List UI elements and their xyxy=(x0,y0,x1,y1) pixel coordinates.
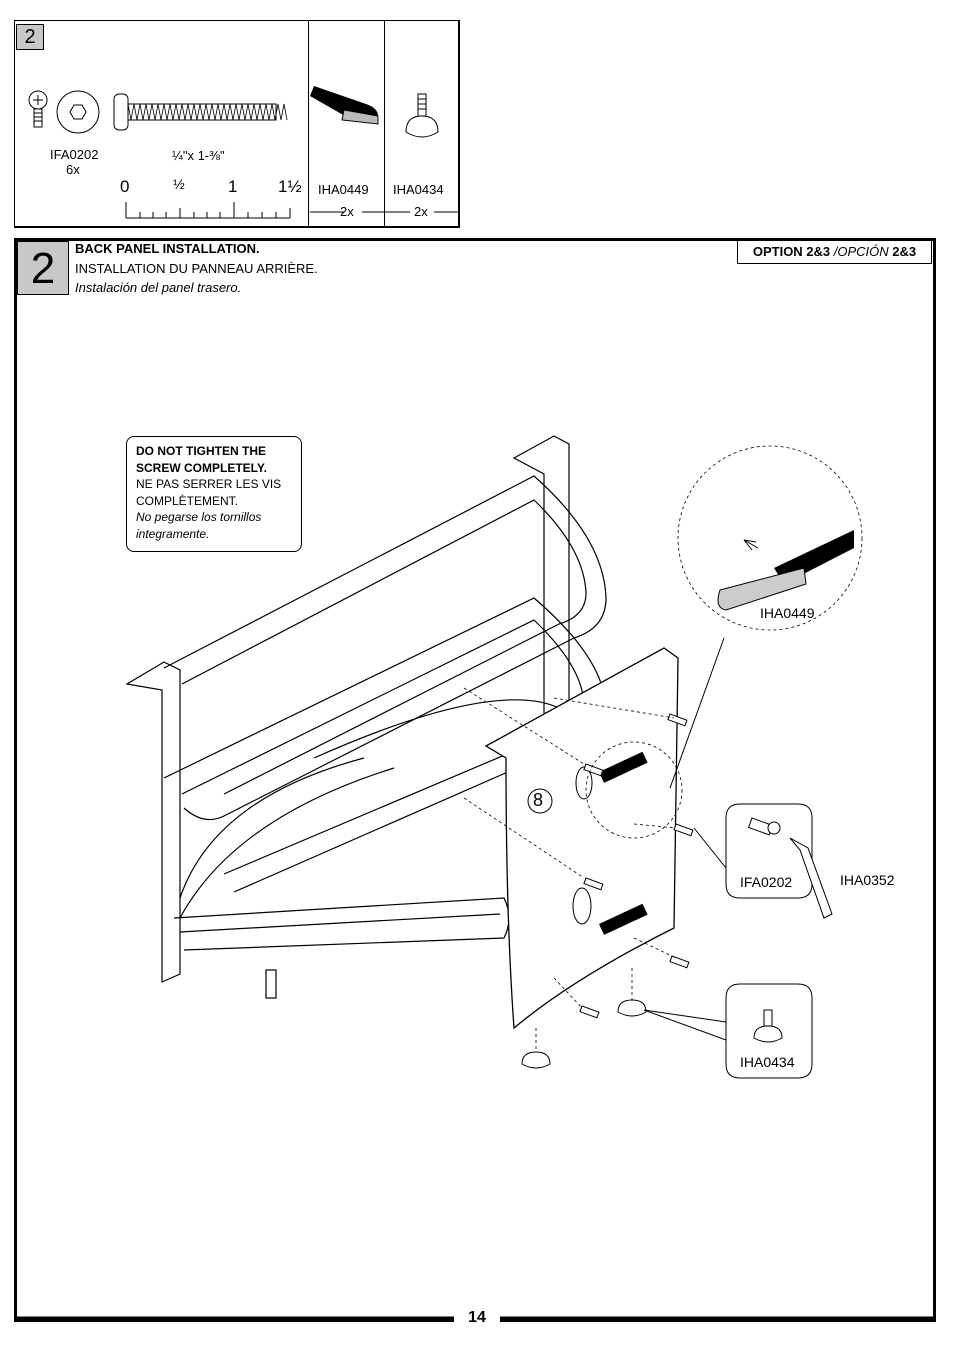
hardware-box-number: 2 xyxy=(16,24,44,50)
step-title-es: Instalación del panel trasero. xyxy=(75,280,242,295)
hardware-illustrations xyxy=(28,86,458,219)
step-number: 2 xyxy=(17,241,69,295)
hardware-box xyxy=(14,20,460,228)
velcro-code: IHA0449 xyxy=(318,182,369,197)
screw-size: ¼"x 1-⅜" xyxy=(172,148,225,163)
step-title-fr: INSTALLATION DU PANNEAU ARRIÈRE. xyxy=(75,261,318,276)
hex-socket-icon xyxy=(56,90,100,134)
glide-callout-box xyxy=(725,983,813,1079)
page-number-text: 14 xyxy=(454,1309,500,1326)
option-bold-2: 2&3 xyxy=(892,244,917,259)
panel-screws xyxy=(521,713,694,1069)
allen-key-label: IHA0352 xyxy=(840,872,895,888)
ruler-label-1-half: 1½ xyxy=(278,177,302,196)
velcro-strip-lower xyxy=(598,903,648,935)
warning-en-line1: DO NOT TIGHTEN THE xyxy=(136,444,266,458)
screw-head-icon xyxy=(28,90,48,128)
screw-callout-box xyxy=(725,803,833,919)
glide-code: IHA0434 xyxy=(393,182,444,197)
back-panel-drawing xyxy=(484,647,679,1030)
assembly-illustration xyxy=(14,435,936,1320)
option-bold: OPTION 2&3 xyxy=(752,244,831,259)
ruler-label-0: 0 xyxy=(120,177,130,196)
panel-number: 8 xyxy=(533,790,544,810)
hardware-divider xyxy=(384,21,385,227)
velcro-detail-drawing xyxy=(717,530,854,611)
panel-number-circle xyxy=(527,788,553,814)
option-label: OPTION 2&3 /OPCIÓN 2&3 xyxy=(737,240,932,264)
warning-note: DO NOT TIGHTEN THE SCREW COMPLETELY. NE … xyxy=(126,436,302,552)
option-italic: /OPCIÓN xyxy=(830,244,893,259)
step-title-en: BACK PANEL INSTALLATION. xyxy=(75,241,260,256)
glide-qty: 2x xyxy=(414,204,428,219)
velcro-strip-icon xyxy=(310,86,379,125)
warning-fr-line2: COMPLÈTEMENT. xyxy=(136,493,239,508)
ruler-label-half: ½ xyxy=(173,176,185,192)
screw-callout-label: IFA0202 xyxy=(740,874,793,890)
warning-fr-line1: NE PAS SERRER LES VIS xyxy=(136,477,282,491)
screw-code: IFA0202 xyxy=(50,147,99,162)
velcro-callout-label: IHA0449 xyxy=(760,605,815,621)
hardware-divider xyxy=(308,21,309,227)
ruler-label-1: 1 xyxy=(228,177,238,196)
velcro-strip-upper xyxy=(598,751,648,783)
glide-icon xyxy=(405,93,439,138)
page-number: 14 xyxy=(0,1309,954,1327)
ruler-icon xyxy=(125,202,291,219)
screw-profile-icon xyxy=(113,93,288,131)
velcro-qty: 2x xyxy=(340,204,354,219)
glide-callout-label: IHA0434 xyxy=(740,1054,795,1070)
warning-es-line2: integramente. xyxy=(136,526,210,541)
warning-es-line1: No pegarse los tornillos xyxy=(136,510,262,524)
screw-qty: 6x xyxy=(66,162,80,177)
warning-en-line2: SCREW COMPLETELY. xyxy=(136,460,267,475)
